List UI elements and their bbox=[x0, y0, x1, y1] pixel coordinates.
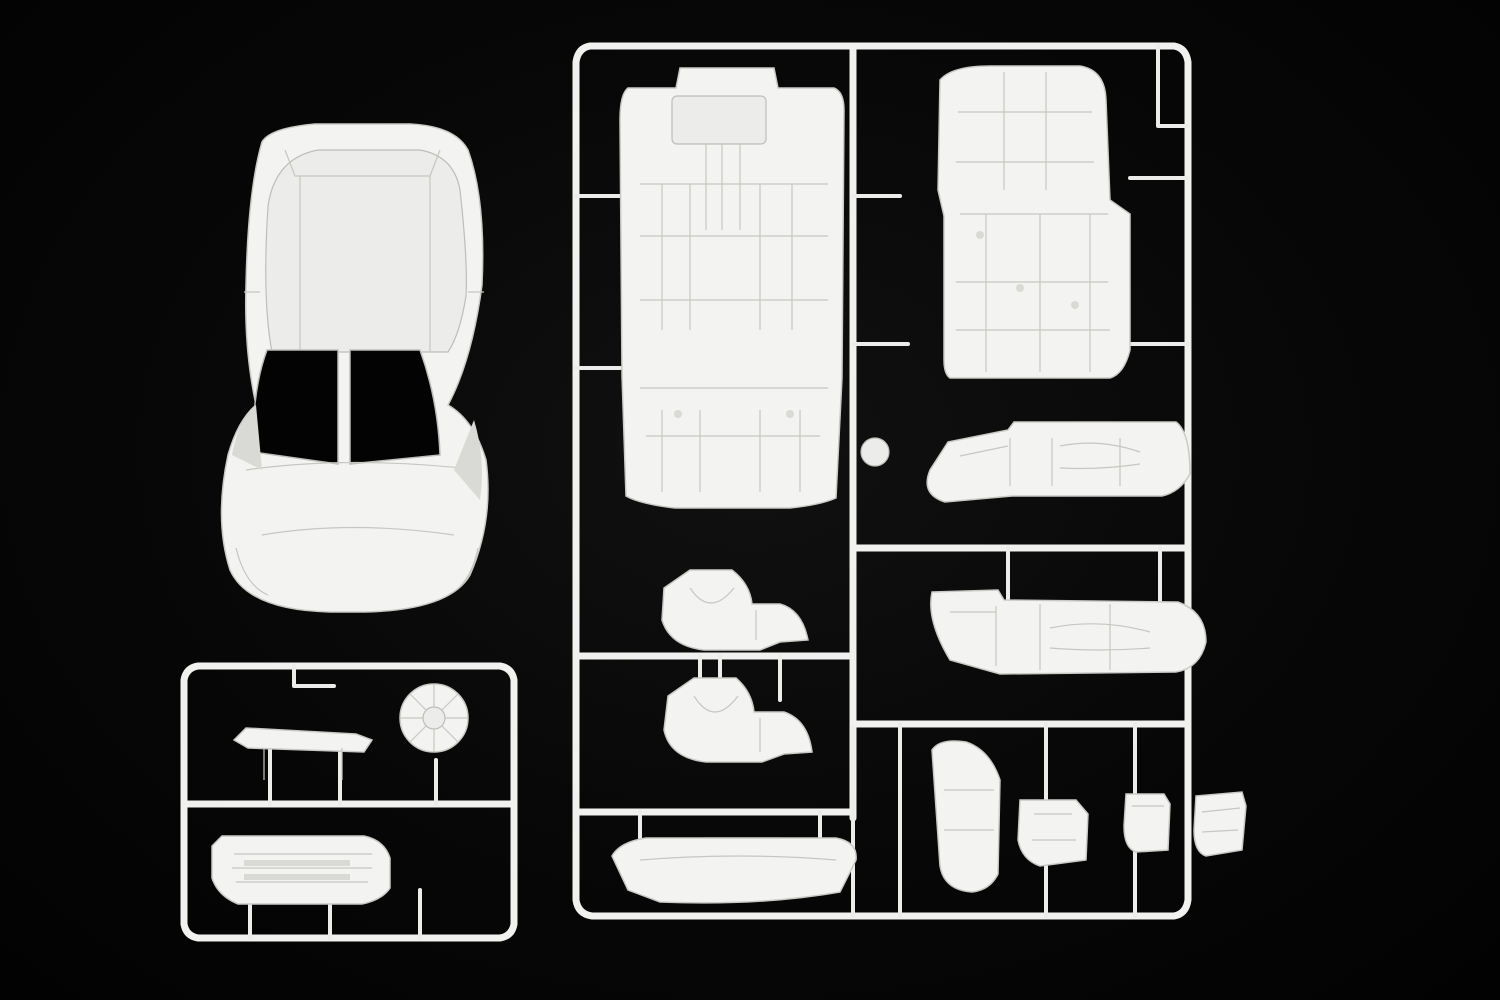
rear-bumper bbox=[611, 837, 857, 904]
main-parts-sprue bbox=[572, 42, 1247, 920]
small-parts-sprue bbox=[180, 662, 518, 942]
small-part-2 bbox=[1123, 793, 1171, 853]
tall-interior-panel bbox=[931, 740, 1001, 893]
car-body-shell bbox=[220, 123, 489, 613]
seat-lower bbox=[663, 677, 813, 763]
wheel-rim bbox=[399, 683, 469, 753]
rear-wing bbox=[232, 727, 374, 780]
chassis-plate bbox=[619, 67, 845, 509]
windshield-opening-left bbox=[252, 349, 339, 465]
small-part-1 bbox=[1017, 799, 1089, 867]
seat-upper bbox=[661, 569, 809, 651]
engine-block bbox=[671, 95, 767, 145]
windshield-opening-right bbox=[349, 349, 441, 465]
door-panel-upper bbox=[926, 421, 1191, 503]
interior-floor bbox=[937, 65, 1131, 379]
front-bumper bbox=[211, 835, 391, 905]
small-part-3 bbox=[1193, 791, 1247, 857]
door-panel-lower bbox=[930, 589, 1207, 675]
